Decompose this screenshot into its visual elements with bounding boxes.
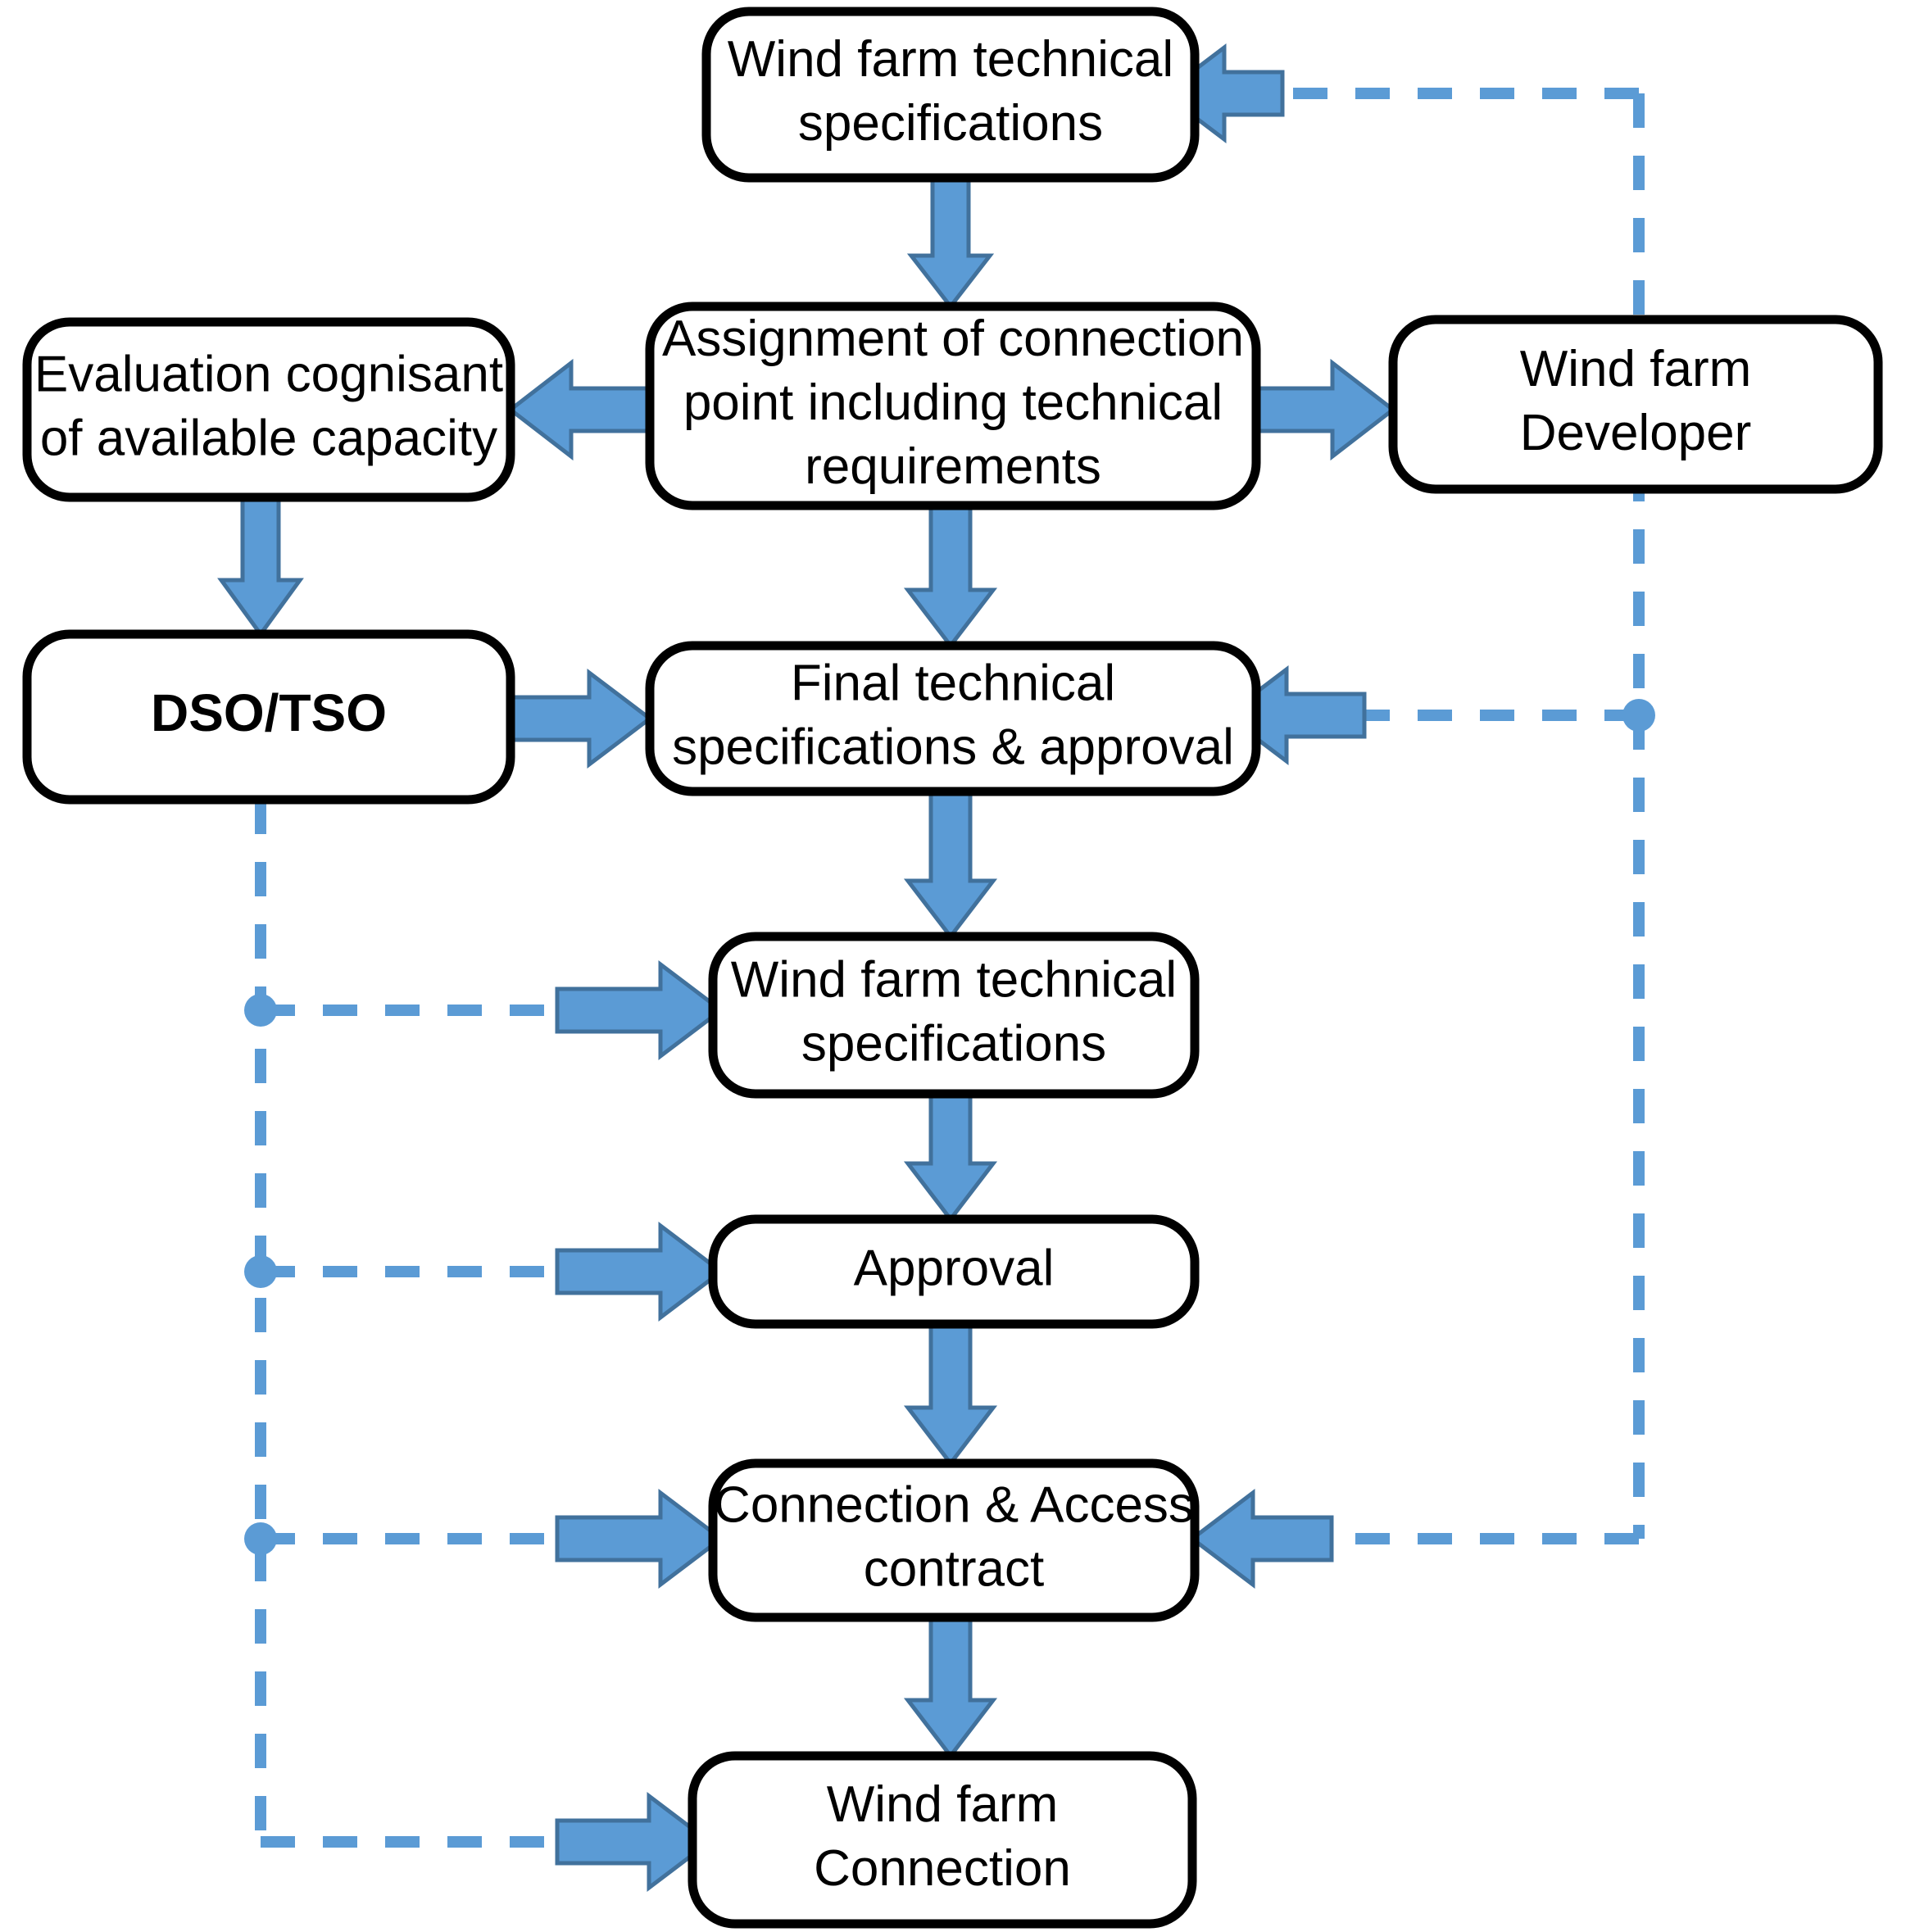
node-shape-evaluation-cognisant-of-available-capacity xyxy=(22,317,515,502)
node-label-assignment-of-connection-point: Assignment of connection xyxy=(662,311,1244,367)
node-approval[interactable]: Approval xyxy=(708,1214,1200,1329)
arrow-assignment-to-final xyxy=(903,503,998,650)
arrow-assignment-to-evaluation xyxy=(506,358,652,461)
node-label-evaluation-cognisant-of-available-capacity: of available capacity xyxy=(40,410,497,466)
junction-dso-approval xyxy=(244,1255,277,1288)
junction-dot-layer xyxy=(244,699,1655,1555)
arrow-final-to-specs-mid xyxy=(903,789,998,941)
solid-arrow-layer xyxy=(217,43,1397,1893)
arrow-dashed-in-contract-right xyxy=(1188,1488,1334,1590)
node-shape-final-technical-specifications-approval xyxy=(645,641,1261,796)
arrow-dashed-in-contract-left xyxy=(555,1488,725,1590)
node-label-wind-farm-developer: Wind farm xyxy=(1520,341,1751,397)
node-label-assignment-of-connection-point: point including technical xyxy=(683,374,1223,431)
node-label-final-technical-specifications-approval: specifications & approval xyxy=(672,719,1234,775)
node-label-wind-farm-technical-specifications-mid: Wind farm technical xyxy=(731,951,1177,1008)
node-label-connection-access-contract: Connection & Access xyxy=(714,1476,1194,1533)
node-label-wind-farm-developer: Developer xyxy=(1520,405,1752,461)
node-label-wind-farm-connection: Wind farm xyxy=(827,1776,1058,1833)
node-label-dso-tso: DSO/TSO xyxy=(151,683,387,742)
node-label-wind-farm-technical-specifications-top: specifications xyxy=(798,95,1103,152)
node-connection-access-contract[interactable]: Connection & Access contract xyxy=(708,1458,1200,1622)
node-dso-tso[interactable]: DSO/TSO xyxy=(22,629,515,805)
node-shape-wind-farm-developer xyxy=(1388,315,1883,494)
node-label-approval: Approval xyxy=(854,1240,1055,1296)
node-shape-wind-farm-technical-specifications-top xyxy=(701,7,1200,183)
node-label-final-technical-specifications-approval: Final technical xyxy=(791,655,1115,711)
node-label-assignment-of-connection-point: requirements xyxy=(805,438,1101,495)
node-shape-assignment-of-connection-point xyxy=(645,302,1261,510)
arrow-dashed-in-specs-mid xyxy=(555,959,725,1061)
node-shape-connection-access-contract xyxy=(708,1458,1200,1622)
node-shape-approval xyxy=(708,1214,1200,1329)
node-shape-wind-farm-technical-specifications-mid xyxy=(708,932,1200,1099)
arrow-assignment-to-developer xyxy=(1254,358,1397,461)
node-label-wind-farm-connection: Connection xyxy=(814,1840,1071,1897)
node-shape-wind-farm-connection xyxy=(688,1751,1197,1929)
arrow-dashed-in-connection xyxy=(555,1791,714,1893)
dashed-connector-layer xyxy=(255,88,1645,1848)
node-label-connection-access-contract: contract xyxy=(864,1540,1045,1597)
arrow-contract-to-connection xyxy=(903,1615,998,1760)
node-label-wind-farm-technical-specifications-mid: specifications xyxy=(801,1015,1106,1072)
arrow-approval-to-contract xyxy=(903,1322,998,1467)
arrow-specs-mid-to-approval xyxy=(903,1091,998,1223)
junction-dso-specs-mid xyxy=(244,994,277,1027)
node-assignment-of-connection-point[interactable]: Assignment of connection point including … xyxy=(645,302,1261,510)
junction-dso-contract xyxy=(244,1522,277,1555)
arrow-top-specs-to-assignment xyxy=(906,174,995,311)
node-wind-farm-technical-specifications-top[interactable]: Wind farm technical specifications xyxy=(701,7,1200,183)
node-evaluation-cognisant-of-available-capacity[interactable]: Evaluation cognisant of available capacit… xyxy=(22,317,515,502)
arrow-evaluation-to-dso xyxy=(217,495,304,638)
node-final-technical-specifications-approval[interactable]: Final technical specifications & approval xyxy=(645,641,1261,796)
node-shape-dso-tso xyxy=(22,629,515,805)
junction-developer-final xyxy=(1622,699,1655,732)
node-wind-farm-technical-specifications-mid[interactable]: Wind farm technical specifications xyxy=(708,932,1200,1099)
node-label-wind-farm-technical-specifications-top: Wind farm technical xyxy=(728,31,1173,88)
arrow-dashed-in-approval xyxy=(555,1221,725,1322)
arrow-dso-to-final xyxy=(508,668,654,769)
process-node-layer: Wind farm technicalspecificationsEvaluat… xyxy=(22,7,1883,1929)
node-label-evaluation-cognisant-of-available-capacity: Evaluation cognisant xyxy=(34,346,503,402)
